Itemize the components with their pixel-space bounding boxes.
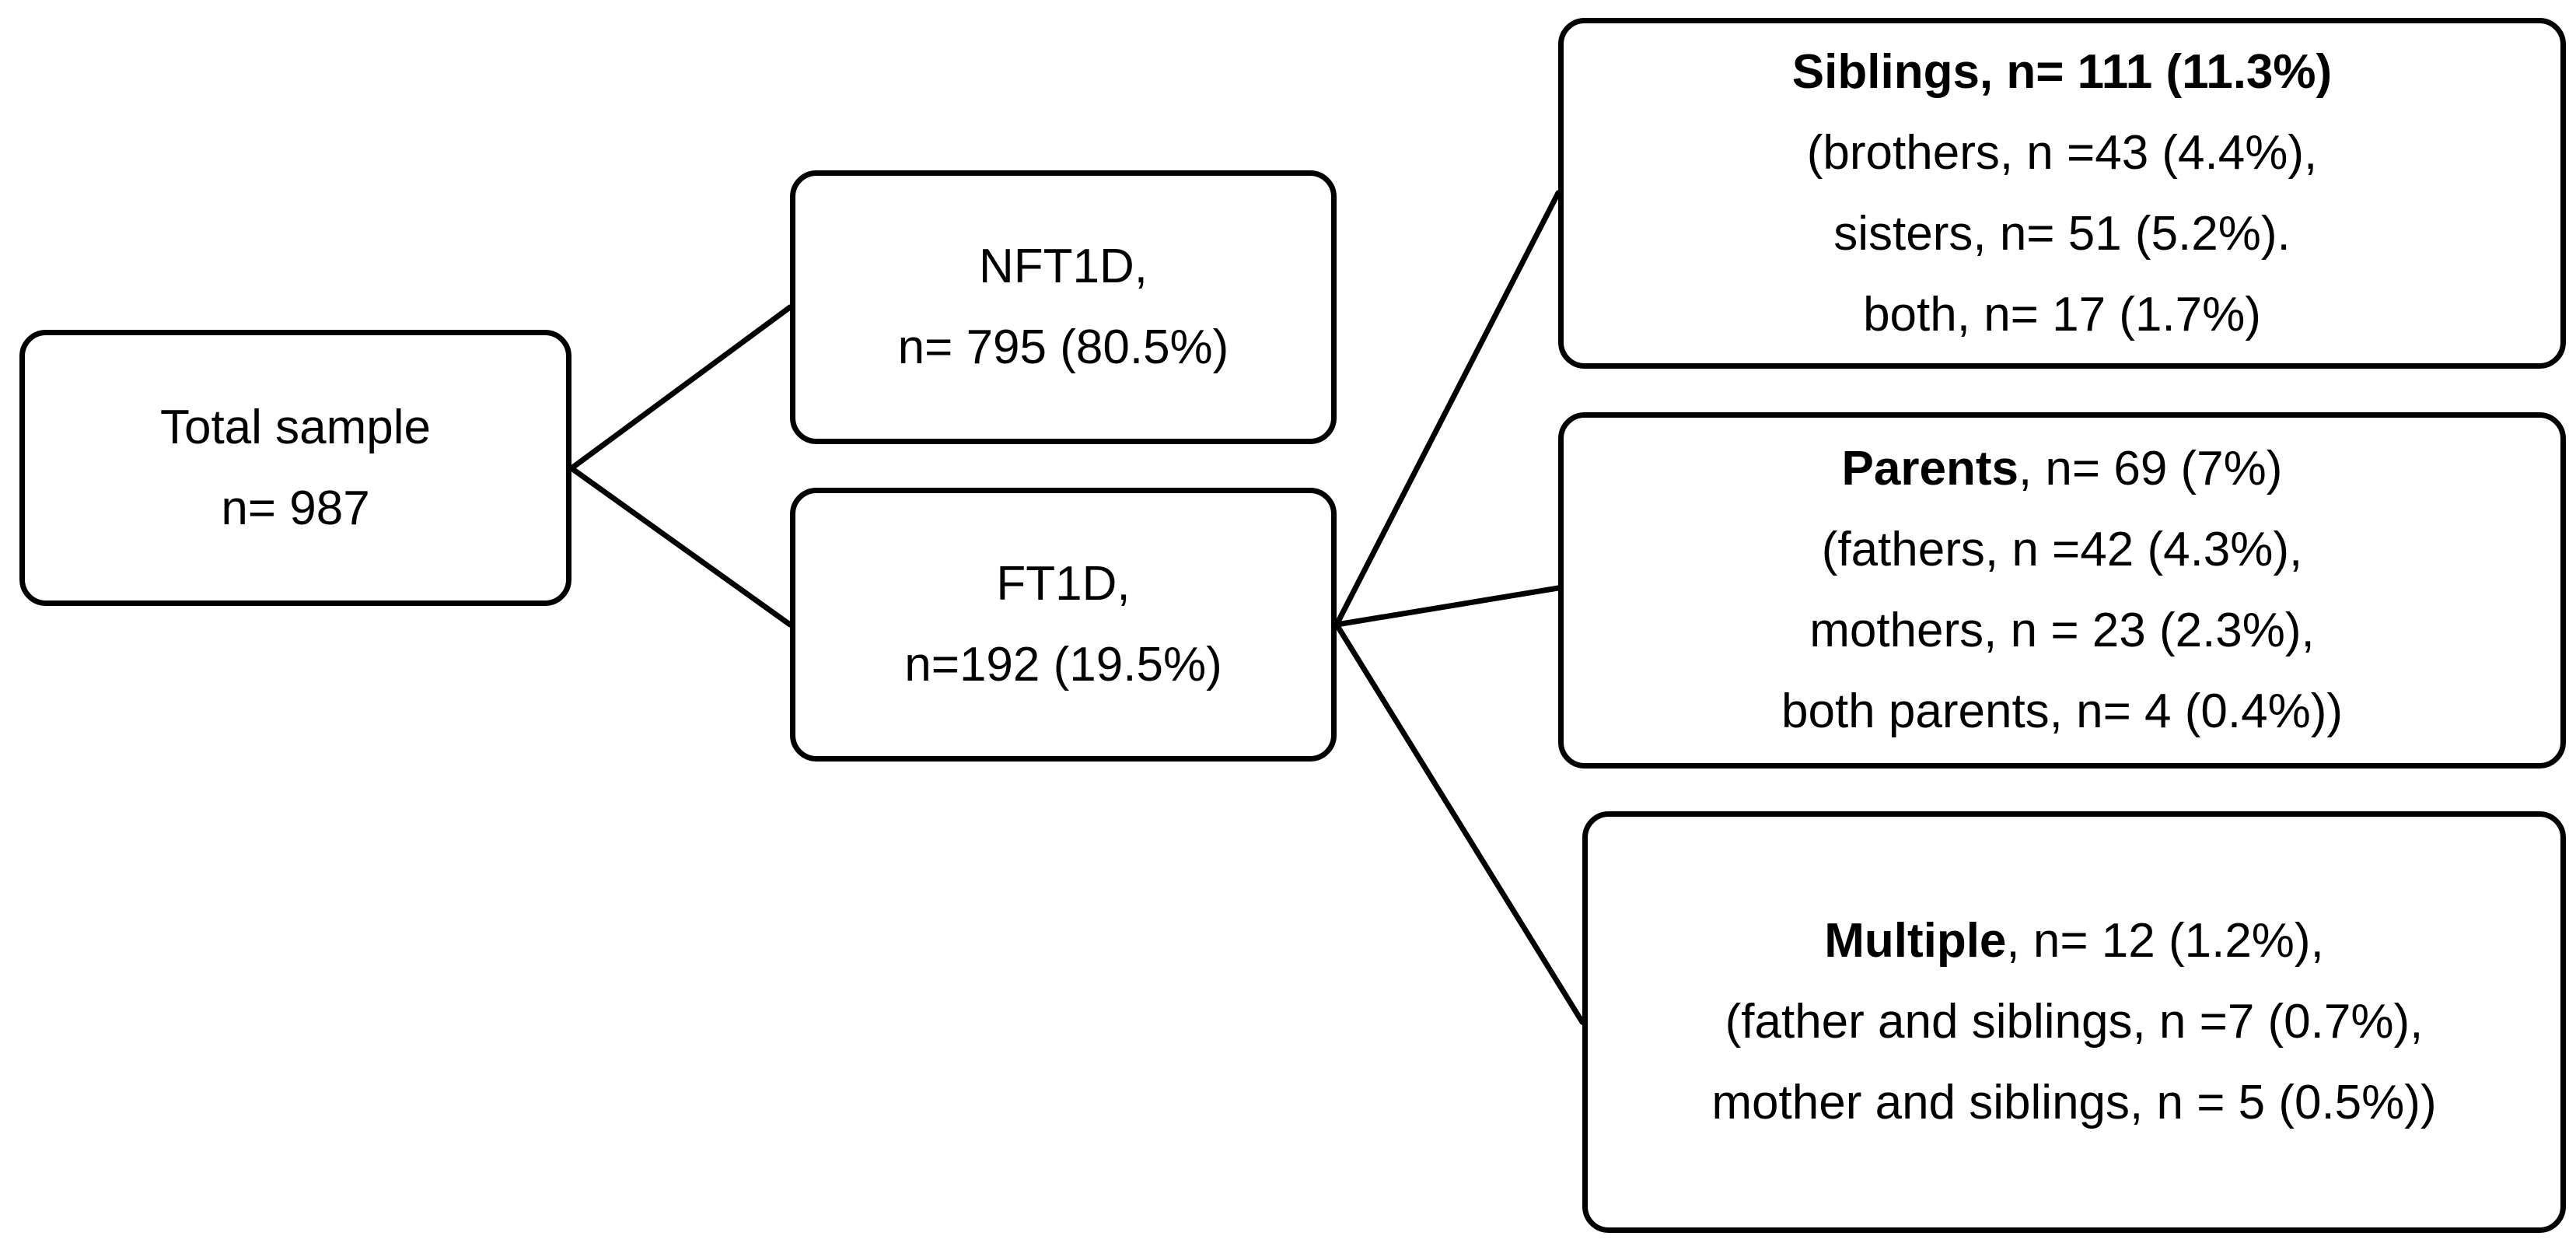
node-siblings-line-1: (brothers, n =43 (4.4%), [1806,125,2318,180]
node-parents: Parents, n= 69 (7%) (fathers, n =42 (4.3… [1558,412,2566,769]
node-parents-line-1: (fathers, n =42 (4.3%), [1821,523,2303,576]
node-total-line-1: Total sample [159,400,432,454]
node-siblings-line-3: both, n= 17 (1.7%) [1863,287,2261,341]
node-siblings-line-2: sisters, n= 51 (5.2%). [1833,206,2291,261]
node-siblings: Siblings, n= 111 (11.3%) (brothers, n =4… [1558,18,2566,369]
node-multiple-heading: Multiple, n= 12 (1.2%), [1824,901,2324,982]
node-nft1d: NFT1D, n= 795 (80.5%) [790,170,1337,444]
node-multiple: Multiple, n= 12 (1.2%), (father and sibl… [1582,811,2566,1233]
node-ft1d: FT1D, n=192 (19.5%) [790,488,1337,762]
node-total-line-2: n= 987 [221,481,370,535]
node-siblings-heading-bold: Siblings, n= 111 (11.3%) [1791,44,2333,99]
edge-ft1d-multiple [1333,621,1585,1025]
node-ft1d-line-2: n=192 (19.5%) [904,638,1222,692]
node-siblings-heading: Siblings, n= 111 (11.3%) [1792,32,2332,113]
node-ft1d-line-1: FT1D, [996,557,1131,611]
edge-total-nft1d [568,304,793,471]
edge-ft1d-parents [1333,585,1561,628]
node-multiple-line-2: mother and siblings, n = 5 (0.5%)) [1711,1076,2437,1129]
node-parents-heading-rest: , n= 69 (7%) [2018,442,2283,495]
node-nft1d-line-1: NFT1D, [979,240,1148,293]
node-multiple-heading-bold: Multiple [1824,914,2007,968]
edge-ft1d-siblings [1333,190,1561,628]
node-parents-heading: Parents, n= 69 (7%) [1842,429,2283,509]
node-multiple-heading-rest: , n= 12 (1.2%), [2006,914,2324,968]
node-multiple-line-1: (father and siblings, n =7 (0.7%), [1725,995,2424,1049]
edge-total-ft1d [568,465,793,628]
node-total-sample: Total sample n= 987 [19,330,571,606]
node-parents-line-3: both parents, n= 4 (0.4%)) [1781,685,2344,738]
node-parents-heading-bold: Parents [1841,442,2019,495]
node-parents-line-2: mothers, n = 23 (2.3%), [1809,604,2315,657]
node-nft1d-line-2: n= 795 (80.5%) [897,320,1229,374]
